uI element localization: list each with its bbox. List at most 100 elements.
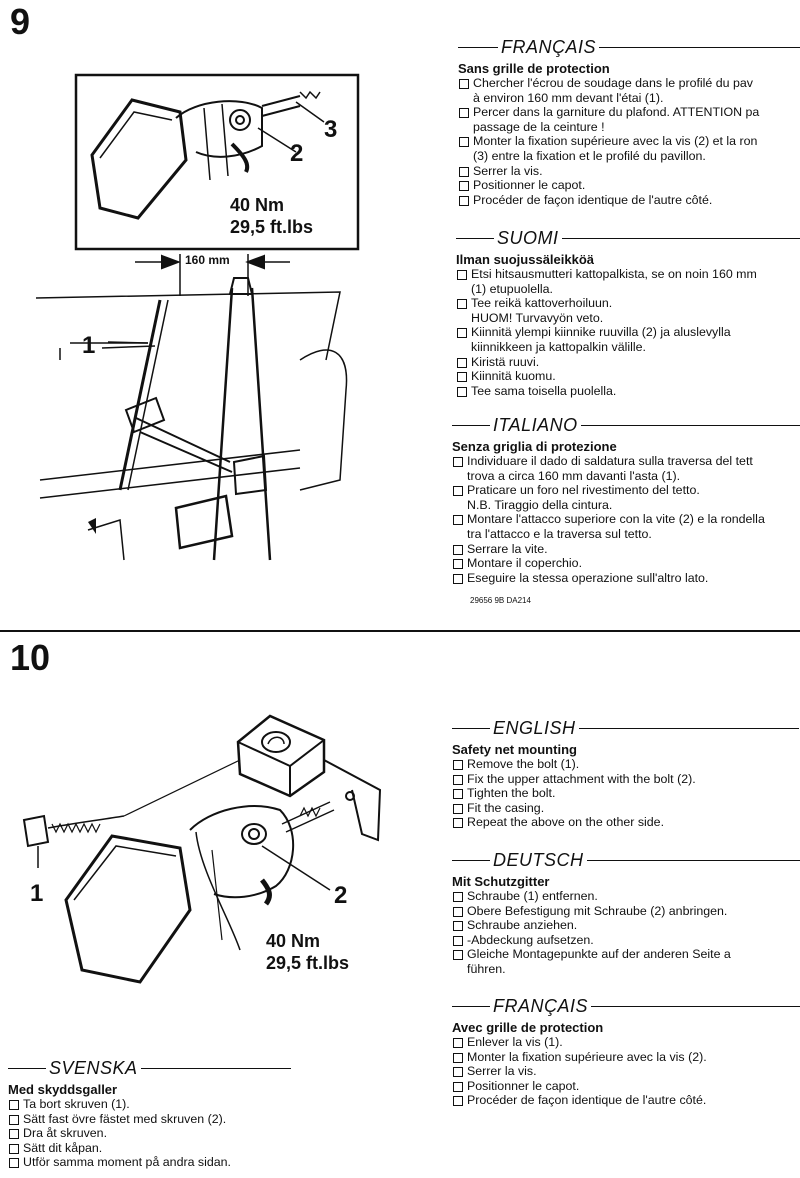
heading-rule-left [458, 46, 498, 48]
lang-heading: ITALIANO [452, 415, 800, 435]
subtitle: Sans grille de protection [458, 61, 610, 76]
heading-text: SUOMI [497, 227, 559, 248]
instruction-list: Enlever la vis (1). Monter la fixation s… [452, 1035, 800, 1108]
section-divider [0, 630, 800, 632]
heading-rule-left [452, 1005, 490, 1007]
list-item: Repeat the above on the other side. [452, 815, 799, 830]
fig9-torque-ftlbs: 29,5 ft.lbs [230, 217, 314, 237]
lang-heading: SVENSKA [8, 1058, 291, 1078]
list-item: Fit the casing. [452, 801, 799, 816]
document-code: 29656 9B DA214 [470, 596, 531, 605]
step-9-number: 9 [10, 1, 31, 42]
fig10-callout-2: 2 [334, 882, 348, 909]
heading-rule-left [452, 727, 490, 729]
list-item: Tee sama toisella puolella. [456, 384, 800, 399]
subtitle: Med skyddsgaller [8, 1082, 118, 1097]
subtitle: Senza griglia di protezione [452, 439, 617, 454]
list-item: Schraube (1) entfernen. [452, 889, 800, 904]
list-item: à environ 160 mm devant l'étai (1). [473, 90, 664, 105]
list-item: Dra åt skruven. [8, 1126, 291, 1141]
heading-rule-right [140, 1067, 291, 1069]
list-item: (1) etupuolella. [471, 281, 553, 296]
heading-rule-left [8, 1067, 46, 1069]
bolt-1-head [22, 814, 50, 848]
heading-text: FRANÇAIS [501, 36, 597, 57]
subtitle: Safety net mounting [452, 742, 577, 757]
list-item: Kiristä ruuvi. [456, 355, 800, 370]
fig9-callout-3: 3 [324, 116, 338, 143]
instruction-list: Remove the bolt (1). Fix the upper attac… [452, 757, 799, 830]
list-item: Individuare il dado di saldatura sulla t… [452, 454, 800, 469]
list-item: Montare l'attacco superiore con la vite … [452, 512, 800, 527]
list-item: Monter la fixation supérieure avec la vi… [458, 134, 800, 149]
list-item: führen. [467, 961, 506, 976]
list-item: Serrare la vite. [452, 542, 800, 557]
figure-10-illustration [22, 714, 382, 984]
list-item: -Abdeckung aufsetzen. [452, 933, 800, 948]
heading-text: SVENSKA [49, 1057, 138, 1078]
list-item: N.B. Tiraggio della cintura. [467, 497, 613, 512]
list-item: Eseguire la stessa operazione sull'altro… [452, 571, 800, 586]
lang-heading: DEUTSCH [452, 850, 800, 870]
fig9-distance-label: 160 mm [185, 253, 230, 267]
list-item: Serrer la vis. [458, 164, 800, 179]
heading-text: FRANÇAIS [493, 995, 589, 1016]
list-item: Sätt dit kåpan. [8, 1141, 291, 1156]
section-svenska: SVENSKA Med skyddsgaller Ta bort skruven… [8, 1058, 291, 1170]
list-item: tra l'attacco e la traversa sul tetto. [467, 526, 652, 541]
list-item: Ta bort skruven (1). [8, 1097, 291, 1112]
heading-rule-right [578, 727, 799, 729]
lang-heading: FRANÇAIS [452, 996, 800, 1016]
detail-inset-frame [74, 73, 360, 251]
heading-rule-left [452, 424, 490, 426]
list-item: Procéder de façon identique de l'autre c… [452, 1093, 800, 1108]
list-item: Utför samma moment på andra sidan. [8, 1155, 291, 1170]
list-item: Tighten the bolt. [452, 786, 799, 801]
list-item: Obere Befestigung mit Schraube (2) anbri… [452, 904, 800, 919]
section-francais-avec-grille: FRANÇAIS Avec grille de protection Enlev… [452, 996, 800, 1108]
list-item: Serrer la vis. [452, 1064, 800, 1079]
lang-heading: FRANÇAIS [458, 37, 800, 57]
list-item: Praticare un foro nel rivestimento del t… [452, 483, 800, 498]
heading-rule-left [452, 859, 490, 861]
fig10-callout-1: 1 [30, 880, 44, 907]
heading-text: DEUTSCH [493, 849, 584, 870]
pillar-rod [118, 299, 162, 491]
section-deutsch: DEUTSCH Mit Schutzgitter Schraube (1) en… [452, 850, 800, 977]
list-item: HUOM! Turvavyön veto. [471, 310, 604, 325]
lang-heading: SUOMI [456, 228, 800, 248]
fig10-torque-nm: 40 Nm [266, 931, 321, 951]
heading-rule-right [561, 237, 800, 239]
heading-rule-right [599, 46, 800, 48]
list-item: Fix the upper attachment with the bolt (… [452, 772, 799, 787]
lang-heading: ENGLISH [452, 718, 799, 738]
list-item: Positionner le capot. [452, 1079, 800, 1094]
instruction-list: Ta bort skruven (1). Sätt fast övre fäst… [8, 1097, 291, 1170]
list-item: Remove the bolt (1). [452, 757, 799, 772]
list-item: Kiinnitä ylempi kiinnike ruuvilla (2) ja… [456, 325, 800, 340]
section-suomi: SUOMI Ilman suojussäleikköä Etsi hitsaus… [456, 228, 800, 398]
belt-retractor [174, 494, 234, 550]
list-item: Enlever la vis (1). [452, 1035, 800, 1050]
list-item: (3) entre la fixation et le profilé du p… [473, 148, 706, 163]
list-item: Gleiche Montagepunkte auf der anderen Se… [452, 947, 800, 962]
grab-handle-shape [90, 98, 188, 220]
heading-rule-left [456, 237, 494, 239]
heading-text: ITALIANO [493, 414, 578, 435]
figure-9-illustration [35, 73, 360, 561]
instruction-list: Individuare il dado di saldatura sulla t… [452, 454, 800, 585]
list-item: Montare il coperchio. [452, 556, 800, 571]
list-item: Sätt fast övre fästet med skruven (2). [8, 1112, 291, 1127]
list-item: kiinnikkeen ja kattopalkin välille. [471, 339, 646, 354]
list-item: Procéder de façon identique de l'autre c… [458, 193, 800, 208]
washer-shape [229, 109, 251, 131]
list-item: Etsi hitsausmutteri kattopalkista, se on… [456, 267, 800, 282]
fig9-callout-1-leader [101, 345, 156, 349]
step-10-number: 10 [10, 637, 51, 678]
subtitle: Mit Schutzgitter [452, 874, 550, 889]
fig10-torque-label: 40 Nm 29,5 ft.lbs [266, 930, 349, 974]
seat-belt-webbing [212, 287, 272, 561]
list-item: Tee reikä kattoverhoiluun. [456, 296, 800, 311]
heading-rule-right [591, 1005, 800, 1007]
section-italiano: ITALIANO Senza griglia di protezione Ind… [452, 415, 800, 585]
